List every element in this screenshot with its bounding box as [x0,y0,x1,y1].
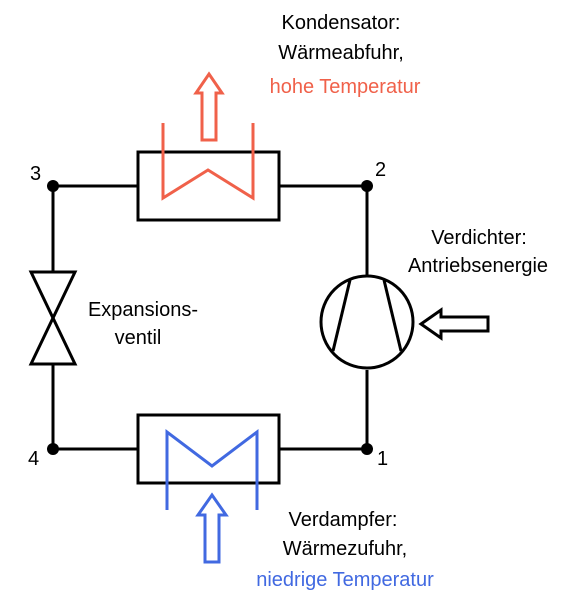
node-1-dot [361,443,373,455]
evaporator-label-line3: niedrige Temperatur [256,569,434,591]
compressor-left-stroke [331,279,352,352]
expansion-valve [28,270,78,366]
junction-nodes [47,180,373,455]
compressor-label-line1: Verdichter: [431,227,527,249]
evaporator-coil [165,428,259,510]
condenser-label-line3: hohe Temperatur [270,76,421,98]
valve-label-line2: ventil [115,327,162,349]
condenser-box [136,150,281,222]
circuit-lines [51,184,369,451]
evaporator-label-line1: Verdampfer: [289,509,398,531]
node-2-label: 2 [375,159,386,181]
condenser-coil [161,123,255,201]
node-4-dot [47,443,59,455]
valve-lower-triangle [28,314,78,366]
node-3-label: 3 [30,163,41,185]
compressor-label-line2: Antriebsenergie [408,255,548,277]
node-2-dot [361,180,373,192]
evaporator-label-line2: Wärmezufuhr, [283,538,407,560]
node-4-label: 4 [28,448,39,470]
compressor [319,274,490,370]
valve-upper-triangle [28,270,78,322]
node-1-label: 1 [377,448,388,470]
evaporator [136,413,281,564]
valve-label-line1: Expansions- [88,299,198,321]
compressor-right-stroke [382,279,403,352]
condenser [136,71,281,222]
condenser-label-line2: Wärmeabfuhr, [278,42,404,64]
condenser-label-line1: Kondensator: [282,12,401,34]
heat-in-arrow-icon [195,492,229,564]
compressor-circle [319,274,415,370]
drive-energy-arrow-icon [418,307,490,341]
heat-out-arrow-icon [193,71,225,142]
node-3-dot [47,180,59,192]
